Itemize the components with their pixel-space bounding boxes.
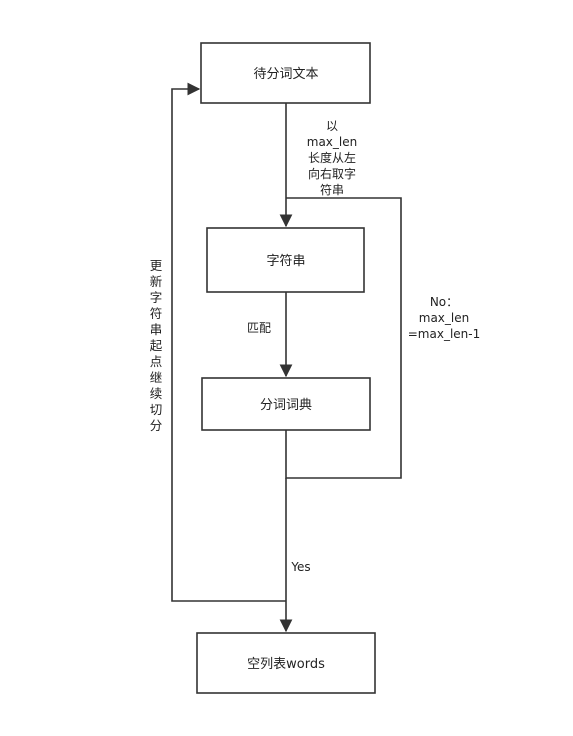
svg-text:符串: 符串: [320, 182, 344, 197]
edge-update-loop: [171, 82, 286, 602]
edge-update-label: 更 新 字 符 串 起 点 继 续 切 分: [150, 258, 163, 433]
svg-text:=max_len-1: =max_len-1: [408, 327, 481, 341]
node-result-list: 空列表words: [196, 632, 376, 694]
node-result-list-label: 空列表words: [247, 657, 325, 672]
svg-text:符: 符: [150, 306, 163, 321]
node-input-text: 待分词文本: [200, 42, 371, 104]
svg-text:max_len: max_len: [419, 311, 469, 325]
svg-text:切: 切: [150, 402, 163, 417]
edge-no-loop: [285, 197, 402, 479]
svg-text:max_len: max_len: [307, 135, 357, 149]
svg-text:新: 新: [150, 274, 163, 289]
node-substring-label: 字符串: [266, 253, 305, 269]
svg-text:更: 更: [150, 258, 163, 273]
edge-no-label: No： max_len =max_len-1: [408, 295, 481, 341]
edge-take-left-label: 以 max_len 长度从左 向右取字 符串: [307, 119, 357, 197]
svg-text:串: 串: [150, 322, 163, 337]
svg-text:长度从左: 长度从左: [308, 150, 356, 165]
svg-text:续: 续: [150, 386, 163, 401]
svg-text:字: 字: [150, 290, 163, 305]
edge-yes-label: Yes: [290, 560, 310, 574]
node-dictionary: 分词词典: [201, 377, 371, 431]
node-substring: 字符串: [206, 227, 365, 293]
node-input-text-label: 待分词文本: [253, 67, 318, 82]
svg-text:分: 分: [150, 418, 163, 433]
svg-text:点: 点: [150, 354, 163, 369]
svg-text:起: 起: [150, 338, 163, 353]
edge-match-label: 匹配: [247, 321, 271, 335]
svg-text:No：: No：: [430, 295, 458, 309]
svg-text:以: 以: [326, 119, 338, 133]
node-dictionary-label: 分词词典: [260, 398, 312, 413]
svg-text:继: 继: [150, 370, 163, 385]
svg-text:向右取字: 向右取字: [308, 166, 356, 181]
